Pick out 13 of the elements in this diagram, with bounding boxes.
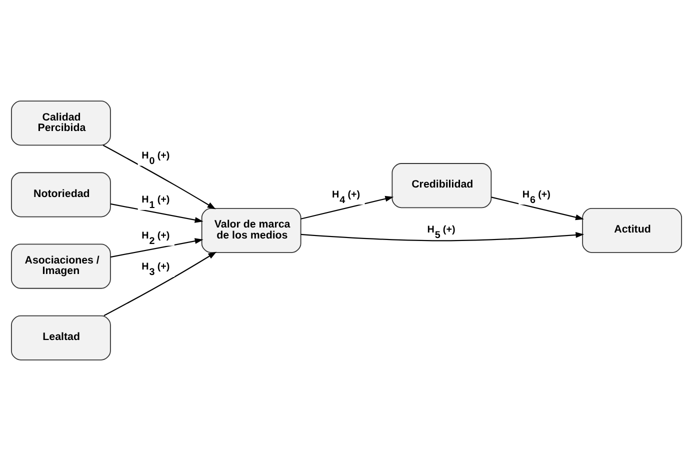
node-box: Credibilidad [392,162,492,208]
arrow [491,196,584,220]
arrow [110,202,204,222]
arrow [104,251,217,316]
node-box: Lealtad [10,314,111,360]
arrow [300,232,584,241]
arrow [300,195,394,219]
node-box: Actitud [582,207,682,253]
node-box: Valor de marca de los medios [201,207,302,253]
node-box: Asociaciones / Imagen [10,243,111,288]
arrow [110,238,204,258]
node-box: Notoriedad [10,172,111,217]
node-box: Calidad Percibida [10,100,111,146]
